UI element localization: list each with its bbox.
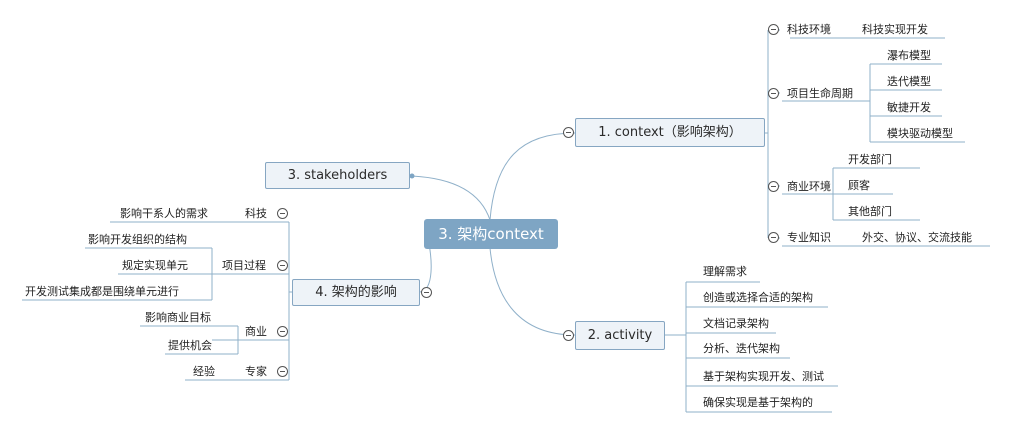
- leaf-influence-tech-0[interactable]: 影响干系人的需求: [120, 207, 208, 220]
- leaf-business-env-0[interactable]: 开发部门: [848, 153, 892, 166]
- branch-influence-process[interactable]: 项目过程: [222, 259, 266, 272]
- topic-influence[interactable]: 4. 架构的影响: [292, 279, 420, 306]
- connector-central-context: [489, 132, 576, 221]
- leaf-influence-process-1[interactable]: 规定实现单元: [122, 259, 188, 272]
- connector-central-stakeholders: [411, 175, 491, 221]
- leaf-business-env-2[interactable]: 其他部门: [848, 205, 892, 218]
- leaf-business-env-1[interactable]: 顾客: [848, 179, 870, 192]
- leaf-lifecycle-0[interactable]: 瀑布模型: [887, 49, 931, 62]
- leaf-lifecycle-1[interactable]: 迭代模型: [887, 75, 931, 88]
- leaf-influence-business-1[interactable]: 提供机会: [168, 339, 212, 352]
- topic-stakeholders[interactable]: 3. stakeholders: [265, 162, 410, 189]
- leaf-tech-env-0[interactable]: 科技实现开发: [862, 23, 928, 36]
- central-topic[interactable]: 3. 架构context: [424, 219, 558, 249]
- leaf-expertise-0[interactable]: 外交、协议、交流技能: [862, 231, 972, 244]
- topic-activity[interactable]: 2. activity: [575, 321, 665, 350]
- leaf-influence-business-0[interactable]: 影响商业目标: [145, 311, 211, 324]
- collapse-influence-business-icon[interactable]: [277, 326, 288, 337]
- leaf-activity-5[interactable]: 确保实现是基于架构的: [703, 396, 813, 409]
- branch-influence-tech[interactable]: 科技: [245, 207, 267, 220]
- collapse-influence-process-icon[interactable]: [277, 260, 288, 271]
- leaf-influence-process-2[interactable]: 开发测试集成都是围绕单元进行: [25, 285, 179, 298]
- collapse-influence-tech-icon[interactable]: [277, 208, 288, 219]
- leaf-activity-1[interactable]: 创造或选择合适的架构: [703, 291, 813, 304]
- branch-influence-business[interactable]: 商业: [245, 325, 267, 338]
- leaf-lifecycle-2[interactable]: 敏捷开发: [887, 101, 931, 114]
- branch-tech-env[interactable]: 科技环境: [787, 23, 831, 36]
- collapse-expertise-icon[interactable]: [768, 232, 779, 243]
- collapse-context-icon[interactable]: [563, 127, 574, 138]
- collapse-influence-expert-icon[interactable]: [277, 366, 288, 377]
- stakeholders-anchor-dot: [409, 173, 415, 179]
- collapse-lifecycle-icon[interactable]: [768, 88, 779, 99]
- topic-context[interactable]: 1. context（影响架构）: [575, 118, 765, 147]
- leaf-activity-0[interactable]: 理解需求: [703, 265, 747, 278]
- leaf-activity-3[interactable]: 分析、迭代架构: [703, 342, 780, 355]
- collapse-influence-icon[interactable]: [421, 287, 432, 298]
- leaf-influence-process-0[interactable]: 影响开发组织的结构: [88, 233, 187, 246]
- branch-lifecycle[interactable]: 项目生命周期: [787, 87, 853, 100]
- collapse-business-env-icon[interactable]: [768, 181, 779, 192]
- branch-business-env[interactable]: 商业环境: [787, 180, 831, 193]
- collapse-activity-icon[interactable]: [563, 330, 574, 341]
- leaf-influence-expert-0[interactable]: 经验: [193, 365, 215, 378]
- branch-influence-expert[interactable]: 专家: [245, 365, 267, 378]
- collapse-tech-env-icon[interactable]: [768, 24, 779, 35]
- leaf-activity-4[interactable]: 基于架构实现开发、测试: [703, 370, 824, 383]
- connector-central-activity: [489, 247, 576, 336]
- leaf-lifecycle-3[interactable]: 模块驱动模型: [887, 127, 953, 140]
- leaf-activity-2[interactable]: 文档记录架构: [703, 317, 769, 330]
- branch-expertise[interactable]: 专业知识: [787, 231, 831, 244]
